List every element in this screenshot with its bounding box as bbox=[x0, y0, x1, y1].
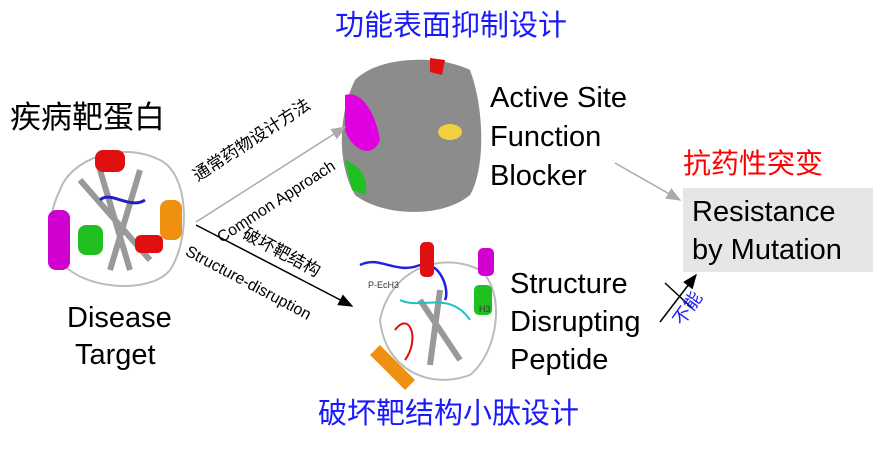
disease-target-protein-image bbox=[48, 150, 185, 287]
resistance-line1: Resistance bbox=[692, 196, 836, 228]
active-site-line3: Blocker bbox=[490, 160, 587, 192]
structure-disrupting-peptide-image bbox=[359, 242, 497, 390]
peptide-line1: Structure bbox=[510, 268, 628, 300]
peptide-label: P-EcH3 bbox=[368, 280, 400, 290]
peptide-line3: Peptide bbox=[510, 344, 609, 376]
resistance-line2: by Mutation bbox=[692, 234, 842, 266]
active-site-line2: Function bbox=[490, 121, 602, 153]
resistance-heading: 抗药性突变 bbox=[683, 148, 824, 179]
to-resistance-arrow bbox=[614, 162, 682, 201]
active-site-blocker-surface-image bbox=[341, 58, 482, 212]
bottom-title: 破坏靶结构小肽设计 bbox=[318, 398, 580, 430]
structure-disruption-arrow bbox=[195, 224, 354, 307]
no-resistance-arrow bbox=[659, 273, 697, 323]
active-site-line1: Active Site bbox=[490, 82, 627, 114]
top-title: 功能表面抑制设计 bbox=[335, 10, 568, 42]
disease-label: Disease bbox=[67, 302, 172, 334]
resistance-box bbox=[683, 188, 873, 272]
disease-target-heading: 疾病靶蛋白 bbox=[10, 100, 165, 135]
helix-label: H3 bbox=[479, 304, 491, 314]
peptide-line2: Disrupting bbox=[510, 306, 641, 338]
common-approach-arrow bbox=[195, 126, 347, 223]
cross-out-line bbox=[664, 282, 693, 309]
target-label: Target bbox=[75, 339, 156, 371]
